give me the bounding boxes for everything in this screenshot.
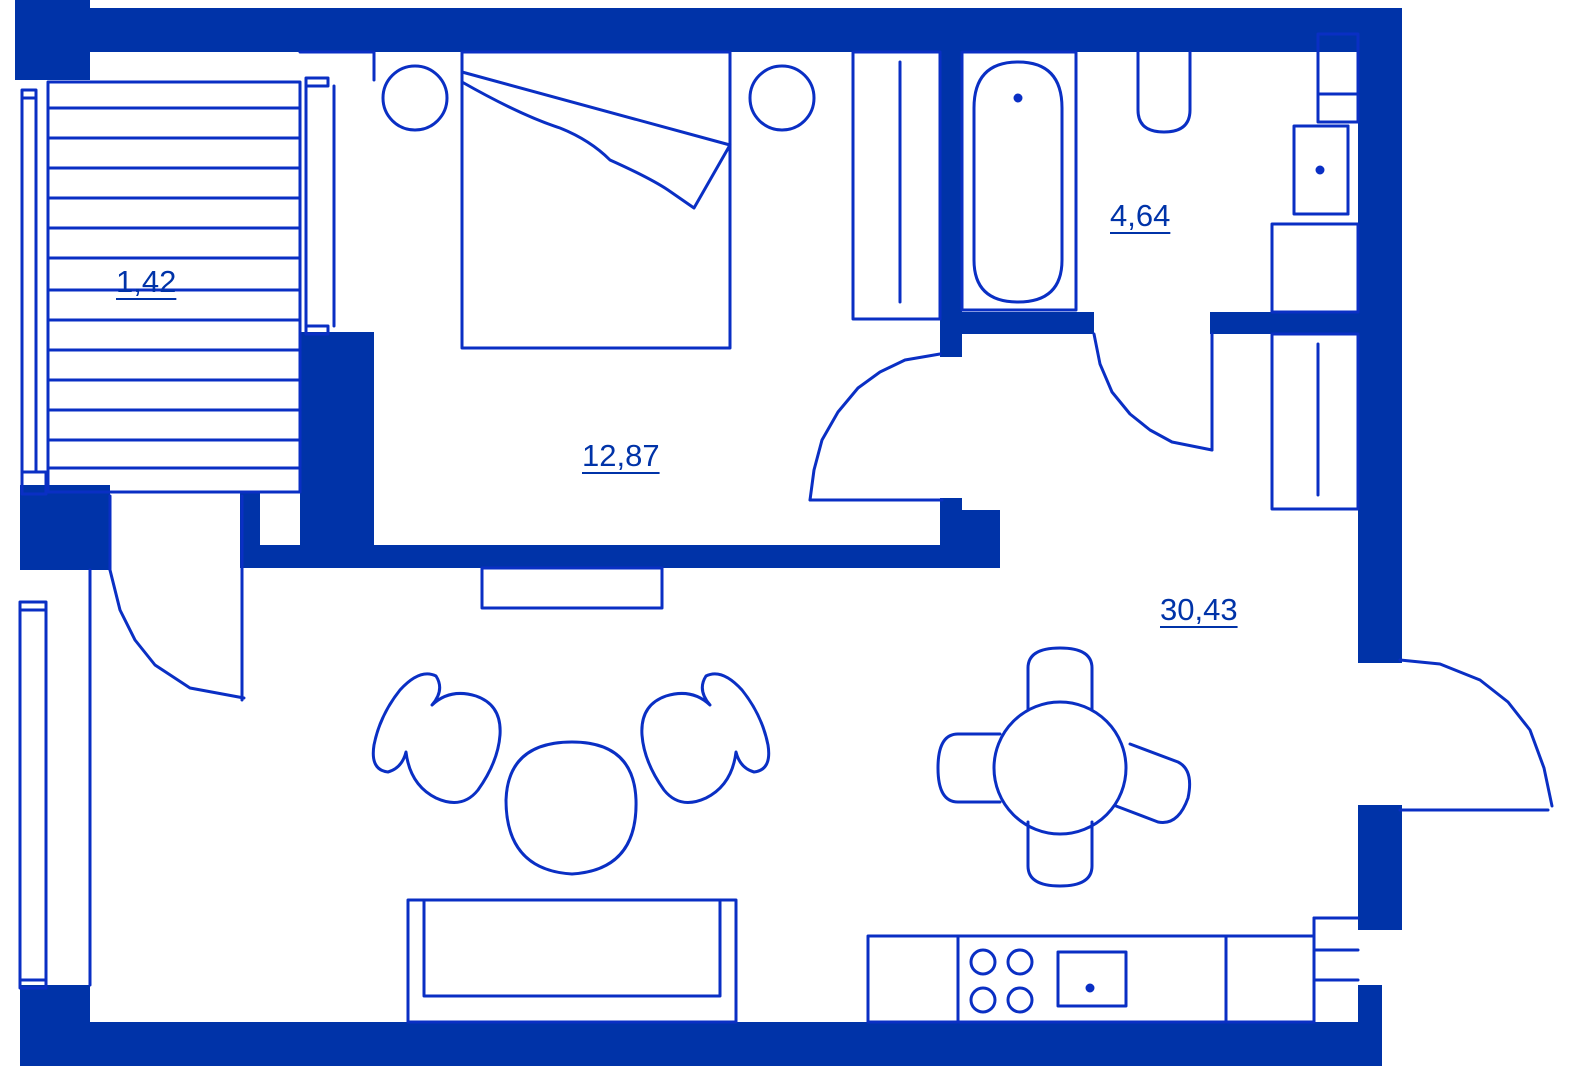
right-wall-lower — [1358, 805, 1402, 930]
chair-left — [936, 732, 1002, 804]
burner — [969, 948, 997, 976]
bathroom-wall-left — [940, 52, 962, 357]
armchair-left — [371, 672, 502, 804]
bedroom-door — [808, 352, 944, 502]
bathtub — [960, 50, 1078, 312]
nightstand-lamp-right — [748, 64, 816, 132]
area-label-bedroom: 12,87 — [582, 438, 660, 473]
bathroom-sink — [1270, 32, 1360, 314]
right-wall-corner — [1358, 985, 1382, 1023]
balcony-frame — [46, 80, 302, 494]
door-jamb-left — [240, 492, 260, 552]
door-jamb-bedroom — [940, 498, 962, 518]
tv-stand — [480, 566, 664, 610]
walls — [15, 0, 1402, 1066]
bottom-wall — [20, 1022, 1382, 1066]
burner — [969, 986, 997, 1014]
bathroom-wall-bottom — [940, 312, 1094, 334]
wardrobe — [851, 50, 942, 321]
hall-wardrobe — [1270, 332, 1360, 511]
bedroom-wall-left — [300, 332, 374, 568]
living-window — [18, 568, 92, 990]
kitchen — [866, 916, 1360, 1024]
chair-right — [1114, 742, 1192, 824]
toilet — [1136, 50, 1192, 134]
coffee-table — [504, 740, 638, 876]
entrance-door — [1398, 658, 1554, 812]
area-label-balcony: 1,42 — [116, 264, 177, 299]
dining-table — [992, 700, 1128, 836]
bedroom-wall-bottom — [240, 545, 1000, 568]
top-wall — [90, 8, 1402, 52]
armchair-right — [640, 672, 771, 804]
sofa — [406, 898, 738, 1024]
linework — [18, 32, 1554, 1024]
left-wall-middle — [20, 485, 110, 570]
dining-set — [936, 646, 1192, 888]
left-wall-bottom — [20, 985, 90, 1045]
burner — [1006, 948, 1034, 976]
left-wall-top — [15, 0, 90, 80]
kitchen-counter — [866, 934, 1316, 1024]
kitchen-sink — [1056, 950, 1128, 1008]
right-wall-upper — [1358, 8, 1402, 663]
balcony-door — [108, 494, 246, 702]
balcony-railing — [20, 80, 302, 496]
nightstand-lamp-left — [381, 64, 449, 132]
double-bed — [381, 50, 816, 350]
lounge-set — [371, 672, 771, 876]
area-label-living-kitchen: 30,43 — [1160, 592, 1238, 627]
burner — [1006, 986, 1034, 1014]
bed-frame — [460, 50, 732, 350]
bedroom-window — [298, 50, 376, 336]
bathroom-door — [1092, 332, 1214, 452]
bedroom-wall-corner — [940, 510, 1000, 568]
chair-top — [1026, 646, 1094, 712]
chair-bottom — [1026, 820, 1094, 888]
area-label-bathroom: 4,64 — [1110, 198, 1171, 233]
bathroom-wall-bottom-right — [1210, 312, 1360, 334]
